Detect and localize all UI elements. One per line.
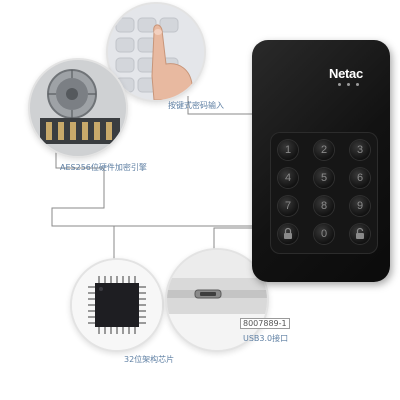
label-keypad-input: 按键式密码输入 — [168, 101, 224, 110]
label-usb-port: USB3.0接口 — [243, 334, 289, 343]
key-8[interactable]: 8 — [314, 196, 334, 216]
keypad-panel: 1 2 3 4 5 6 7 8 9 0 — [270, 132, 378, 254]
key-7[interactable]: 7 — [278, 196, 298, 216]
status-leds — [338, 83, 359, 86]
key-2[interactable]: 2 — [314, 140, 334, 160]
brand-logo: Netac — [329, 66, 363, 81]
key-1[interactable]: 1 — [278, 140, 298, 160]
label-aes-engine: AES256位硬件加密引擎 — [60, 163, 147, 172]
aes-engine-bubble — [28, 58, 128, 158]
serial-tag: 8007889-1 — [240, 318, 290, 329]
cpu-chip-icon — [72, 260, 162, 350]
keypad-closeup-bubble — [106, 2, 206, 102]
finger-press-illustration — [108, 4, 204, 100]
label-chip-32bit: 32位架构芯片 — [124, 355, 175, 364]
unlock-icon — [356, 227, 364, 239]
key-6[interactable]: 6 — [350, 168, 370, 188]
usb-port-bubble — [165, 248, 269, 352]
key-4[interactable]: 4 — [278, 168, 298, 188]
key-unlock[interactable] — [350, 224, 370, 244]
led-indicator — [347, 83, 350, 86]
led-indicator — [338, 83, 341, 86]
encrypted-hard-drive: Netac 1 2 3 4 5 6 7 8 9 0 — [252, 40, 390, 282]
key-0[interactable]: 0 — [314, 224, 334, 244]
key-9[interactable]: 9 — [350, 196, 370, 216]
key-lock[interactable] — [278, 224, 298, 244]
circuit-board-illustration — [30, 60, 126, 156]
key-3[interactable]: 3 — [350, 140, 370, 160]
key-5[interactable]: 5 — [314, 168, 334, 188]
lock-icon — [284, 227, 292, 239]
chip-32bit-bubble — [70, 258, 164, 352]
led-indicator — [356, 83, 359, 86]
usb-port-illustration — [167, 250, 267, 350]
